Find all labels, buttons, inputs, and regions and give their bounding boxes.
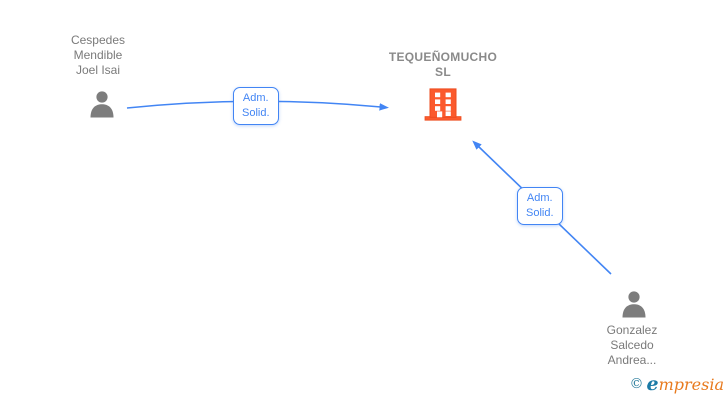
edge1-relation-label[interactable]: Adm. Solid. xyxy=(233,87,279,125)
person2-name-line2: Salcedo xyxy=(610,338,654,352)
company-name: TEQUEÑOMUCHO SL xyxy=(383,50,503,80)
person2-name-line1: Gonzalez xyxy=(606,323,658,337)
empresia-logo-initial: e xyxy=(646,373,659,395)
edge2-relation-label[interactable]: Adm. Solid. xyxy=(517,187,563,225)
person2-name-line3: Andrea... xyxy=(607,353,657,367)
person-icon[interactable] xyxy=(87,90,117,118)
person1-name-line2: Mendible xyxy=(73,48,123,62)
company-name-line2: SL xyxy=(435,65,451,79)
person1-name-line1: Cespedes xyxy=(70,33,126,47)
edge2-relation-line2: Solid. xyxy=(526,207,554,219)
person2-name: Gonzalez Salcedo Andrea... xyxy=(572,323,692,368)
person1-name-line3: Joel Isai xyxy=(75,63,121,77)
copyright-icon: © xyxy=(629,376,644,392)
edge2-relation-line1: Adm. xyxy=(526,192,553,204)
person1-name: Cespedes Mendible Joel Isai xyxy=(38,33,158,78)
person-icon[interactable] xyxy=(619,290,649,318)
empresia-logo-text: mpresia xyxy=(658,375,724,394)
empresia-logo[interactable]: ©empresia xyxy=(630,373,725,395)
company-building-icon[interactable] xyxy=(424,88,462,121)
company-name-line1: TEQUEÑOMUCHO xyxy=(388,50,498,64)
edge1-relation-line1: Adm. xyxy=(242,92,269,104)
edge1-relation-line2: Solid. xyxy=(242,107,270,119)
